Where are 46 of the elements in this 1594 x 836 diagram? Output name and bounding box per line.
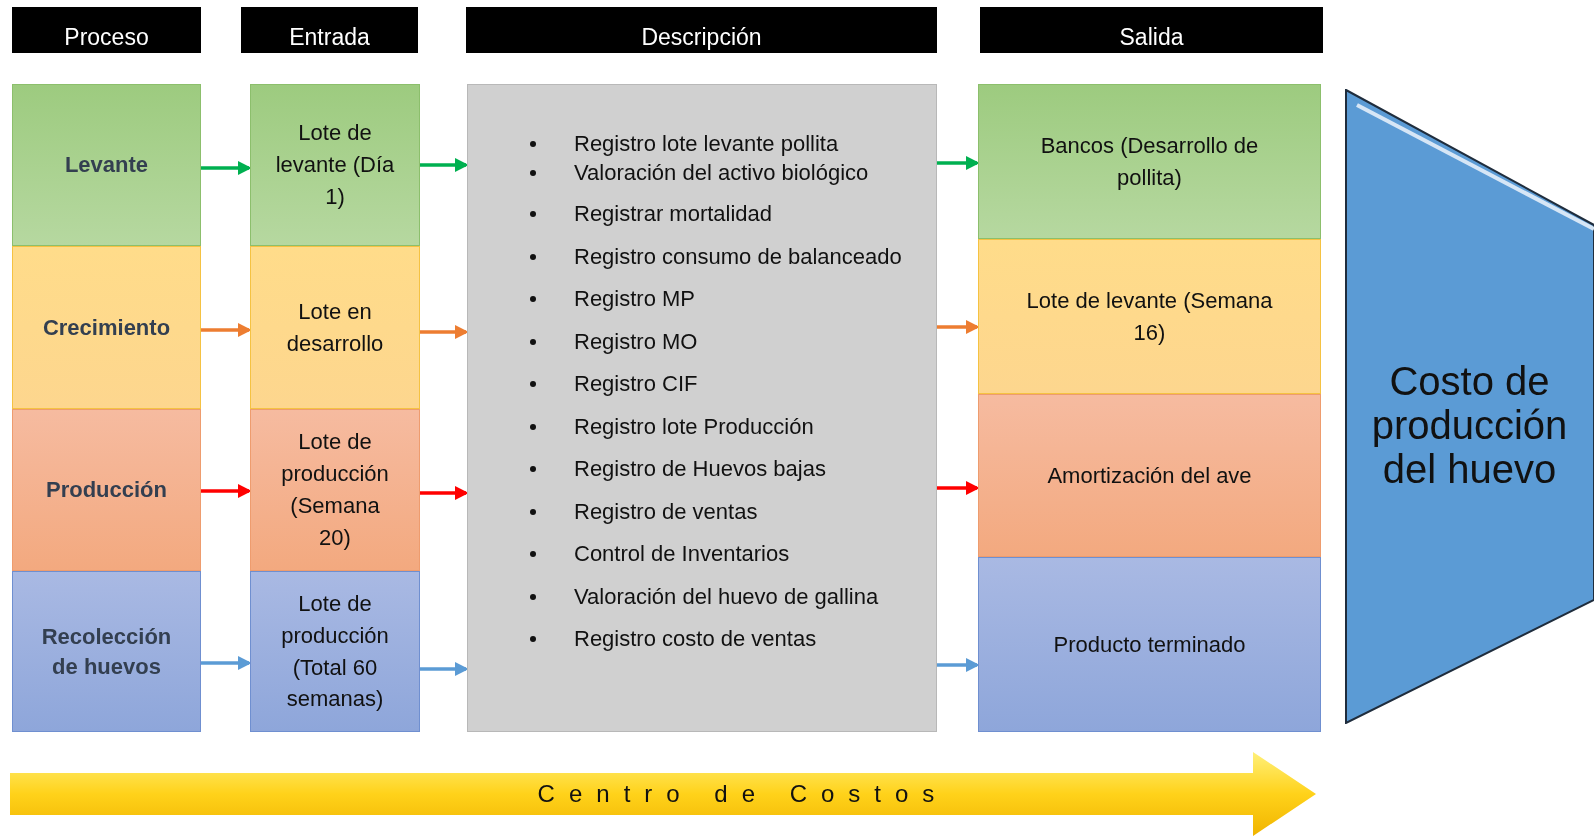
stage-box: Lote de levante (Semana 16) [978, 239, 1321, 394]
block-arrow [10, 752, 1316, 836]
arrow [420, 158, 469, 172]
arrow [201, 323, 252, 337]
stage-box: Amortización del ave [978, 394, 1321, 557]
bullet-item: Registro MP [574, 286, 696, 311]
arrow [937, 320, 980, 334]
bullet-item: Registro MO [574, 328, 698, 354]
bullet-item: Valoración del activo biológico [574, 160, 869, 185]
bullet-item: Registro lote levante pollita [574, 131, 839, 156]
bullet-item: Registro lote Producción [574, 413, 814, 439]
stage-box: Lote de producción (Semana 20) [250, 409, 420, 571]
trapezoid-shape [1345, 89, 1594, 724]
arrow [201, 161, 252, 175]
arrow [937, 481, 980, 495]
bullet-item: Registro de Huevos bajas [574, 456, 826, 481]
arrow [937, 658, 980, 672]
stage-box: Lote de levante (Día 1) [250, 84, 420, 246]
process-box: Crecimiento [12, 246, 201, 409]
bullet-item: Registro de ventas [574, 498, 758, 524]
arrow [937, 156, 980, 170]
column-header: Descripción [466, 7, 937, 53]
arrow [420, 662, 469, 676]
bullet-item: Registrar mortalidad [574, 201, 773, 226]
bullet-item: Registro CIF [574, 371, 698, 396]
bullet-item: Registro costo de ventas [574, 626, 817, 651]
process-box: Recolección de huevos [12, 571, 201, 732]
bullet-item: Valoración del huevo de gallina [574, 583, 879, 609]
description-panel [467, 84, 937, 732]
process-box: Producción [12, 409, 201, 571]
stage-box: Bancos (Desarrollo de pollita) [978, 84, 1321, 239]
bullet-item: Control de Inventarios [574, 541, 790, 566]
stage-box: Lote de producción (Total 60 semanas) [250, 571, 420, 732]
arrow [201, 484, 252, 498]
arrow [201, 656, 252, 670]
bullet-item: Registro consumo de balanceado [574, 243, 902, 269]
arrow [420, 325, 469, 339]
arrow [420, 486, 469, 500]
process-box: Levante [12, 84, 201, 246]
stage-box: Producto terminado [978, 557, 1321, 732]
column-header: Proceso [12, 7, 201, 53]
column-header: Entrada [241, 7, 418, 53]
stage-box: Lote en desarrollo [250, 246, 420, 409]
arrow-label: Centro de Costos [537, 780, 949, 808]
column-header: Salida [980, 7, 1323, 53]
total-label: Costo de producción del huevo [1370, 359, 1569, 491]
